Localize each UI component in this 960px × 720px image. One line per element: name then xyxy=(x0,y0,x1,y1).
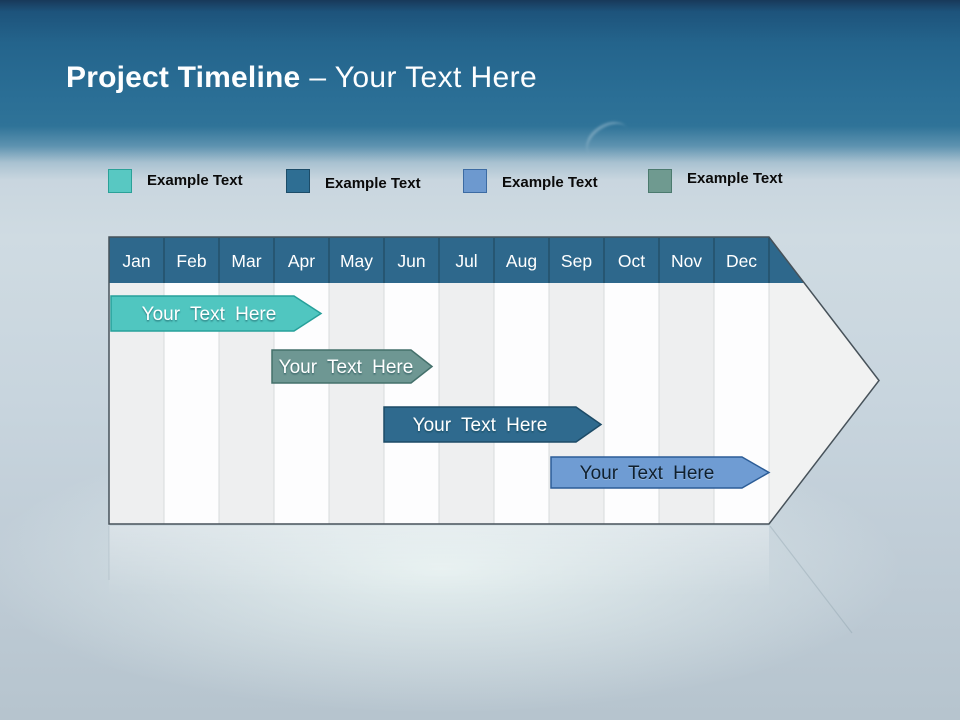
month-label: Apr xyxy=(288,251,315,271)
gantt-bar-label: Your Text Here xyxy=(279,357,414,378)
month-label: Mar xyxy=(231,251,261,271)
month-label: Aug xyxy=(506,251,537,271)
gantt-bar-shape xyxy=(550,456,771,489)
month-label: May xyxy=(340,251,373,271)
gantt-bar-1: Your Text Here xyxy=(110,295,323,332)
gantt-bar-label: Your Text Here xyxy=(142,304,277,325)
page-title: Project Timeline– Your Text Here xyxy=(66,60,537,96)
gantt-bar-3: Your Text Here xyxy=(383,406,603,443)
title-bold-text: Project Timeline xyxy=(66,61,301,94)
month-label: Dec xyxy=(726,251,757,271)
gantt-bar-shape xyxy=(271,349,434,384)
month-column xyxy=(494,283,549,524)
month-labels: Jan Feb Mar Apr May Jun Jul Aug Sep Oct … xyxy=(122,251,757,271)
month-label: Feb xyxy=(176,251,206,271)
title-light-text: – Your Text Here xyxy=(309,61,538,94)
legend-swatch xyxy=(108,169,132,193)
legend-label: Example Text xyxy=(687,170,783,187)
legend-label: Example Text xyxy=(325,175,421,192)
timeline-arrow-outline xyxy=(108,236,880,525)
gantt-bar-label: Your Text Here xyxy=(413,415,548,436)
month-label: Nov xyxy=(671,251,702,271)
month-label: Jan xyxy=(122,251,150,271)
month-label: Sep xyxy=(561,251,592,271)
gantt-bar-shape xyxy=(383,406,603,443)
legend-swatch xyxy=(648,169,672,193)
month-column xyxy=(329,283,384,524)
gantt-bar-4: Your Text Here xyxy=(550,456,771,489)
month-column xyxy=(439,283,494,524)
legend-item: Example Text xyxy=(463,169,598,193)
gantt-bar-2: Your Text Here xyxy=(271,349,434,384)
timeline-chart: Jan Feb Mar Apr May Jun Jul Aug Sep Oct … xyxy=(108,236,880,525)
month-column xyxy=(384,283,439,524)
legend-swatch xyxy=(286,169,310,193)
gantt-bar-shape xyxy=(110,295,323,332)
legend-item: Example Text xyxy=(108,169,243,193)
month-label: Oct xyxy=(618,251,645,271)
legend-label: Example Text xyxy=(502,174,598,191)
legend-swatch xyxy=(463,169,487,193)
timeline-reflection xyxy=(108,525,853,634)
header-dividers xyxy=(163,238,770,283)
legend-item: Example Text xyxy=(648,169,783,193)
gantt-bar-label: Your Text Here xyxy=(580,463,715,484)
month-label: Jun xyxy=(397,251,425,271)
month-label: Jul xyxy=(455,251,477,271)
decorative-swoosh xyxy=(579,114,637,167)
legend-item: Example Text xyxy=(286,169,421,193)
month-header-band xyxy=(109,237,805,283)
legend-label: Example Text xyxy=(147,172,243,189)
